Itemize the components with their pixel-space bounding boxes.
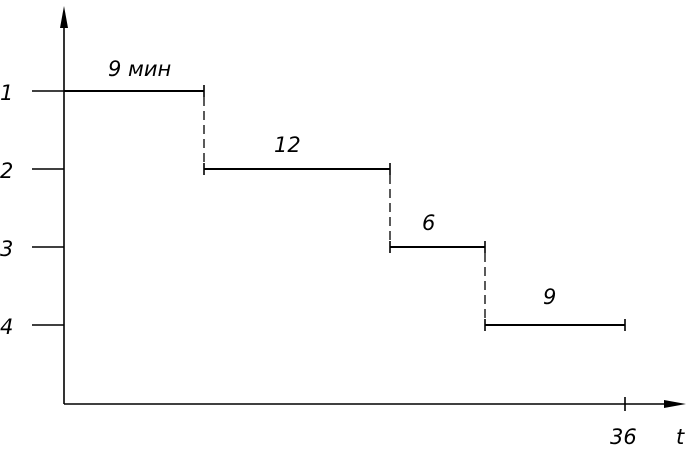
y-axis-arrow — [60, 6, 68, 28]
segment-4-label: 9 — [543, 285, 556, 309]
segment-2-label: 12 — [274, 133, 301, 157]
x-axis-arrow — [664, 400, 686, 408]
y-label-1: 1 — [0, 81, 13, 105]
y-label-3: 3 — [0, 237, 13, 261]
x-end-label: 36 — [610, 425, 637, 449]
segment-3-label: 6 — [422, 211, 435, 235]
x-axis-label: t — [676, 425, 685, 449]
y-label-4: 4 — [0, 315, 13, 339]
y-label-2: 2 — [0, 159, 13, 183]
segment-1-label: 9 мин — [108, 57, 171, 81]
